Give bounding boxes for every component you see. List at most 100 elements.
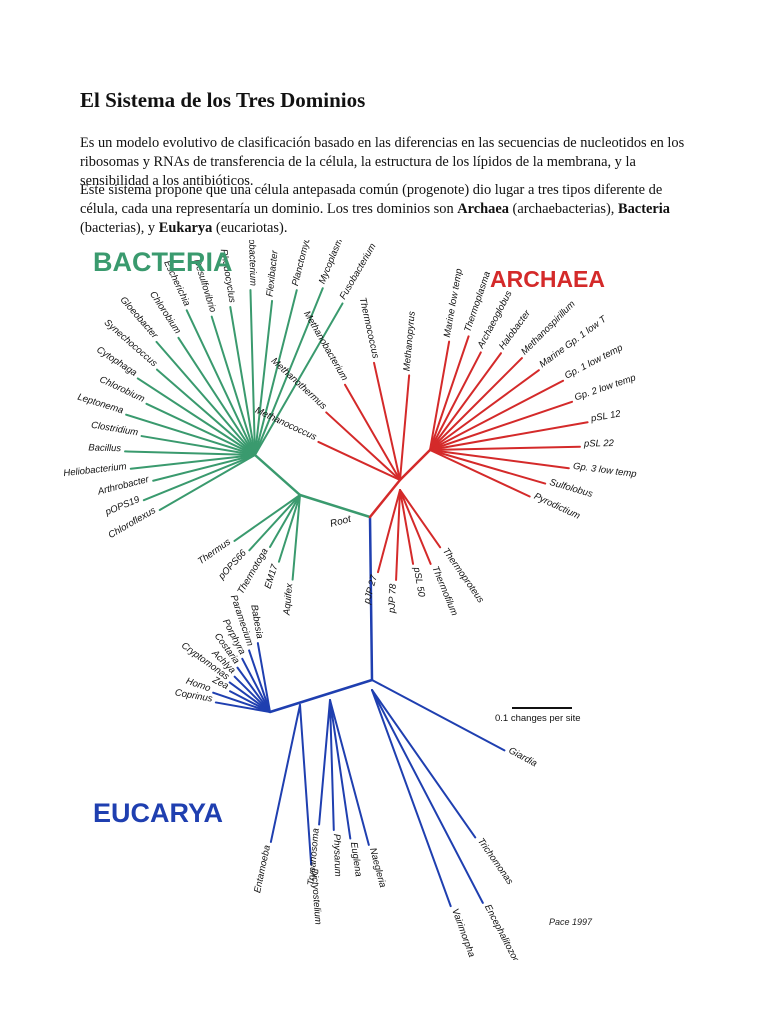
archaea-label: Methanobacterium — [301, 309, 350, 383]
bacteria-label: Aquifex — [281, 582, 295, 617]
archaea-branch — [399, 489, 442, 549]
bacteria-branch — [129, 454, 256, 470]
archaea-branch — [373, 361, 401, 481]
root-label: Root — [329, 513, 353, 529]
bacteria-branch — [125, 413, 256, 456]
archaea-branch — [395, 489, 401, 581]
bacteria-label: Flexibacter — [265, 249, 281, 297]
eucarya-branch — [329, 699, 335, 831]
archaea-branch — [429, 421, 589, 451]
bacteria-branch — [124, 450, 256, 456]
archaea-branch — [317, 440, 401, 481]
bacteria-stem — [298, 493, 372, 519]
bacteria-label: Clostridium — [90, 420, 139, 439]
eucarya-branch — [233, 675, 271, 713]
archaea-branch — [429, 445, 581, 451]
bacteria-branch — [140, 435, 256, 456]
eucarya-domain-label: EUCARYA — [93, 798, 223, 828]
eucarya-branch — [228, 681, 271, 713]
eucarya-branch — [318, 699, 331, 826]
page-title: El Sistema de los Tres Dominios — [80, 88, 366, 112]
bacteria-branch — [152, 454, 256, 482]
eucarya-branch — [256, 642, 271, 713]
archaea-label: Methanopyrus — [402, 310, 418, 371]
bacteria-label: Leptonema — [76, 392, 125, 417]
archaea-branch — [429, 449, 531, 498]
bacteria-label: Agrobacterium — [246, 240, 259, 286]
bacteria-label: Planctomyces — [290, 240, 315, 287]
archaea-domain-label: ARCHAEA — [490, 266, 605, 292]
eucarya-stem — [368, 515, 374, 682]
eucarya-label: Entamoeba — [252, 844, 273, 894]
archaea-label: Sulfolobus — [548, 477, 594, 500]
bacteria-branch — [254, 287, 324, 456]
archaea-term: Archaea — [457, 201, 509, 217]
bacteria-branch — [254, 289, 298, 456]
bacteria-branch — [142, 454, 256, 502]
archaea-label: pSL 12 — [589, 408, 622, 424]
archaea-label: pSL 22 — [583, 438, 615, 450]
tree-branches — [124, 287, 589, 908]
bacteria-branch — [254, 302, 344, 456]
domains-paragraph: Este sistema propone que una célula ante… — [80, 181, 700, 238]
eucarya-branch — [241, 657, 271, 713]
bacteria-branch — [291, 494, 301, 581]
bacteria-label: Fusobacterium — [338, 241, 379, 301]
eucarya-label: Naegleria — [367, 847, 388, 889]
eucarya-trunk — [268, 678, 374, 714]
eucarya-label: Dictyostelium — [308, 868, 323, 925]
archaea-branch — [399, 374, 411, 481]
bacteria-label: Mycoplasma — [317, 240, 347, 286]
archaea-branch — [429, 357, 523, 451]
eucarya-branch — [236, 666, 271, 713]
archaea-branch — [399, 489, 415, 565]
bacteria-branch — [145, 402, 256, 456]
eucarya-branch — [371, 689, 452, 908]
bacteria-branch — [229, 306, 256, 456]
bacteria-label: Bacillus — [88, 442, 121, 454]
eucarya-branch — [299, 704, 313, 866]
credit-label: Pace 1997 — [549, 917, 593, 927]
archaea-branch — [429, 340, 451, 451]
bacteria-domain-label: BACTERIA — [93, 247, 233, 277]
archaea-stem — [368, 478, 402, 519]
eucarya-branch — [329, 699, 370, 846]
archaea-trunk — [398, 448, 432, 482]
eucarya-branch — [371, 679, 506, 752]
archaea-branch — [429, 369, 540, 451]
eucarya-branch — [269, 704, 301, 843]
archaea-branch — [429, 449, 547, 485]
archaea-label: Pyrodictium — [532, 491, 582, 522]
bacteria-branch — [155, 340, 256, 456]
archaea-label: Gp. 3 low temp — [572, 461, 637, 480]
eucarya-label: Trypanosoma — [306, 828, 322, 886]
eucarya-branch — [329, 699, 352, 840]
archaea-branch — [429, 400, 574, 451]
archaea-branch — [429, 379, 565, 451]
bacteria-branch — [249, 289, 256, 456]
eucarya-branch — [371, 689, 477, 839]
bacteria-branch — [210, 315, 256, 456]
bacteria-branch — [185, 309, 256, 456]
scale-label: 0.1 changes per site — [495, 713, 581, 724]
paragraph-text: (archaebacterias), — [508, 201, 619, 217]
eucarya-branch — [248, 649, 271, 713]
archaea-branch — [429, 449, 570, 470]
archaea-branch — [377, 489, 401, 574]
eukarya-term: Eukarya — [158, 220, 213, 236]
bacteria-branch — [254, 299, 274, 456]
bacteria-branch — [233, 494, 301, 542]
eucarya-label: Giardia — [507, 745, 539, 769]
archaea-branch — [344, 383, 401, 481]
archaea-branch — [429, 351, 482, 451]
archaea-label: Thermococcus — [357, 296, 381, 359]
paragraph-text: Este sistema propone que una célula ante… — [80, 182, 663, 217]
eucarya-branch — [371, 689, 484, 904]
bacteria-branch — [158, 454, 256, 511]
archaea-branch — [429, 352, 502, 451]
bacteria-label: Arthrobacter — [96, 474, 151, 498]
eucarya-branch — [229, 690, 271, 713]
bacteria-branch — [269, 494, 301, 548]
archaea-label: pJP 27 — [361, 573, 380, 606]
bacteria-branch — [177, 336, 256, 456]
